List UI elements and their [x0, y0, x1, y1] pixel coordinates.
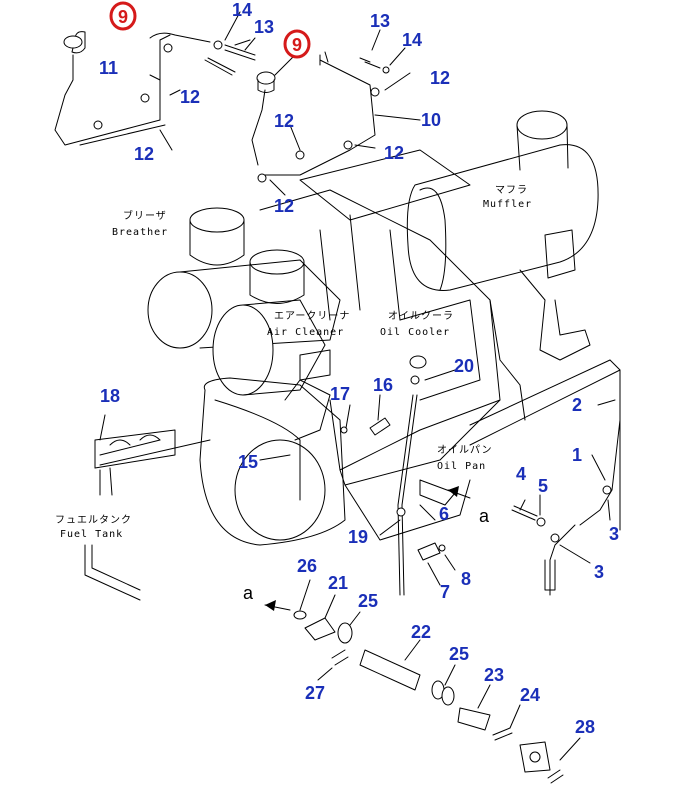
- callout-18[interactable]: 18: [100, 386, 120, 406]
- callout-12-f[interactable]: 12: [274, 196, 294, 216]
- callout-4[interactable]: 4: [516, 464, 526, 484]
- callout-12-b[interactable]: 12: [134, 144, 154, 164]
- callout-28[interactable]: 28: [575, 717, 595, 737]
- callout-21[interactable]: 21: [328, 573, 348, 593]
- callout-9-right[interactable]: 9: [292, 35, 302, 55]
- callout-12-d[interactable]: 12: [274, 111, 294, 131]
- callout-25-upper[interactable]: 25: [358, 591, 378, 611]
- line-art: [54, 11, 621, 784]
- callout-26[interactable]: 26: [297, 556, 317, 576]
- callout-7[interactable]: 7: [440, 582, 450, 602]
- breather-label-jp: ブリーザ: [123, 209, 167, 222]
- callout-6[interactable]: 6: [439, 504, 449, 524]
- callout-27[interactable]: 27: [305, 683, 325, 703]
- callout-24[interactable]: 24: [520, 685, 540, 705]
- callout-8[interactable]: 8: [461, 569, 471, 589]
- oil-cooler-label-jp: オイルクーラ: [388, 310, 454, 322]
- callout-12-c[interactable]: 12: [430, 68, 450, 88]
- highlighted-part-9: 9 9: [109, 1, 311, 59]
- callout-11[interactable]: 11: [99, 58, 118, 78]
- callout-3-lower[interactable]: 3: [594, 562, 604, 582]
- assembly-labels: マフラ Muffler ブリーザ Breather エアークリーナ Air Cl…: [55, 184, 532, 603]
- ref-a-label-left: a: [243, 583, 254, 603]
- oil-pan-label-en: Oil Pan: [437, 461, 486, 472]
- callout-12-a[interactable]: 12: [180, 87, 200, 107]
- muffler-label-jp: マフラ: [495, 184, 528, 196]
- air-cleaner-label-en: Air Cleaner: [267, 327, 344, 338]
- part-callouts: 14 13 13 14 11 12 12 12 10 12 12 12 20 1…: [99, 0, 619, 737]
- callout-17[interactable]: 17: [330, 384, 350, 404]
- callout-25-lower[interactable]: 25: [449, 644, 469, 664]
- callout-2[interactable]: 2: [572, 395, 582, 415]
- callout-20[interactable]: 20: [454, 356, 474, 376]
- callout-5[interactable]: 5: [538, 476, 548, 496]
- callout-10[interactable]: 10: [421, 110, 441, 130]
- muffler-label-en: Muffler: [483, 199, 532, 210]
- oil-pan-label-jp: オイルパン: [437, 444, 493, 456]
- callout-13-left[interactable]: 13: [254, 17, 274, 37]
- ref-a-label-right: a: [479, 506, 490, 526]
- callout-3-upper[interactable]: 3: [609, 524, 619, 544]
- callout-13-right[interactable]: 13: [370, 11, 390, 31]
- breather-label-en: Breather: [112, 227, 168, 238]
- highlight-ring-9-right: [283, 29, 311, 59]
- callout-22[interactable]: 22: [411, 622, 431, 642]
- callout-15[interactable]: 15: [238, 452, 258, 472]
- callout-14-right[interactable]: 14: [402, 30, 422, 50]
- fuel-tank-label-en: Fuel Tank: [60, 529, 123, 540]
- highlight-ring-9-left: [109, 1, 137, 31]
- callout-19[interactable]: 19: [348, 527, 368, 547]
- air-cleaner-label-jp: エアークリーナ: [274, 310, 350, 322]
- callout-1[interactable]: 1: [572, 445, 582, 465]
- callout-9-left[interactable]: 9: [118, 7, 128, 27]
- callout-23[interactable]: 23: [484, 665, 504, 685]
- callout-12-e[interactable]: 12: [384, 143, 404, 163]
- callout-14-left[interactable]: 14: [232, 0, 252, 20]
- oil-cooler-label-en: Oil Cooler: [380, 327, 450, 338]
- fuel-tank-label-jp: フュエルタンク: [55, 514, 132, 526]
- callout-16[interactable]: 16: [373, 375, 393, 395]
